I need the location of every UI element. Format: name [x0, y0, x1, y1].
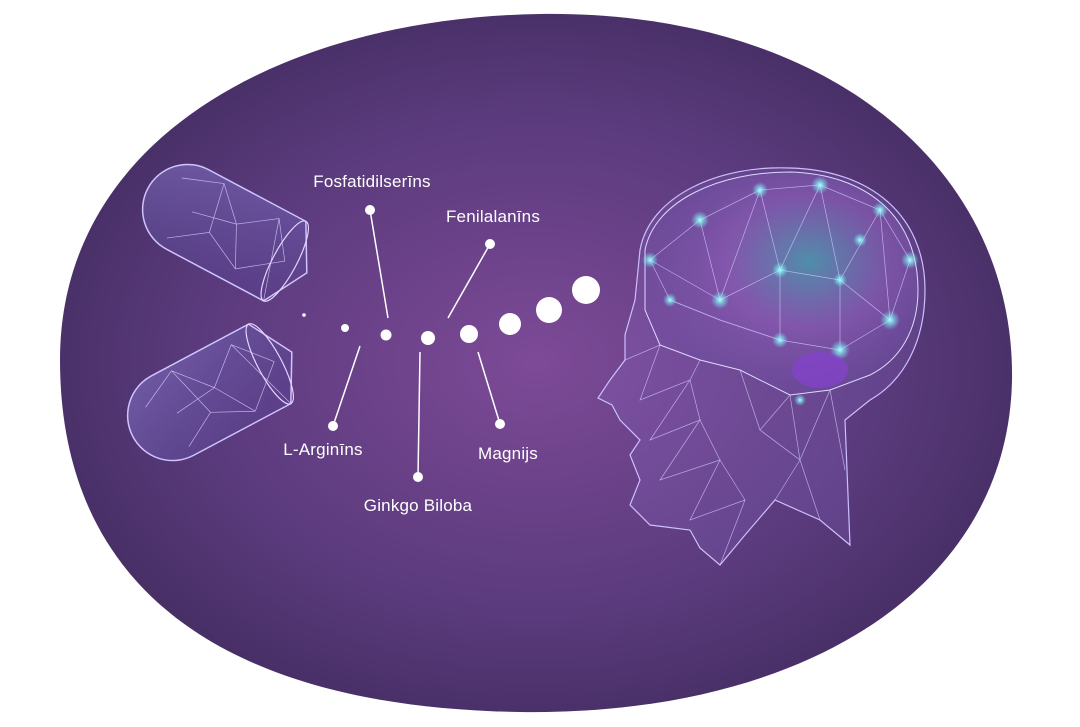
particle-dot [536, 297, 562, 323]
label-dot [485, 239, 495, 249]
capsule-bottom-icon [126, 323, 294, 462]
connector-line-fenilalanins [447, 243, 491, 319]
capsule-top-icon [141, 163, 309, 302]
particle-dot [572, 276, 600, 304]
particle-dot [421, 331, 435, 345]
label-dot [328, 421, 338, 431]
label-dot [365, 205, 375, 215]
connector-line-magnijs [477, 351, 501, 425]
particle-dot [499, 313, 521, 335]
connector-line-l-arginins [332, 345, 361, 427]
label-l-arginins: L-Arginīns [283, 440, 363, 459]
connector-line-fosfatidilserins [369, 209, 389, 319]
label-dot [495, 419, 505, 429]
label-ginkgo-biloba: Ginkgo Biloba [363, 496, 473, 515]
particle-dot [460, 325, 478, 343]
connector-line-ginkgo-biloba [417, 351, 421, 478]
label-fenilalanins: Fenilalanīns [445, 207, 541, 226]
particle-dot [341, 324, 349, 332]
label-fosfatidilserins: Fosfatidilserīns [313, 172, 431, 191]
particle-dot [380, 329, 392, 341]
head-brain-illustration [597, 167, 926, 566]
label-dot [413, 472, 423, 482]
label-magnijs: Magnijs [478, 444, 538, 463]
brain-shape [644, 171, 919, 396]
particle-dot [302, 313, 306, 317]
